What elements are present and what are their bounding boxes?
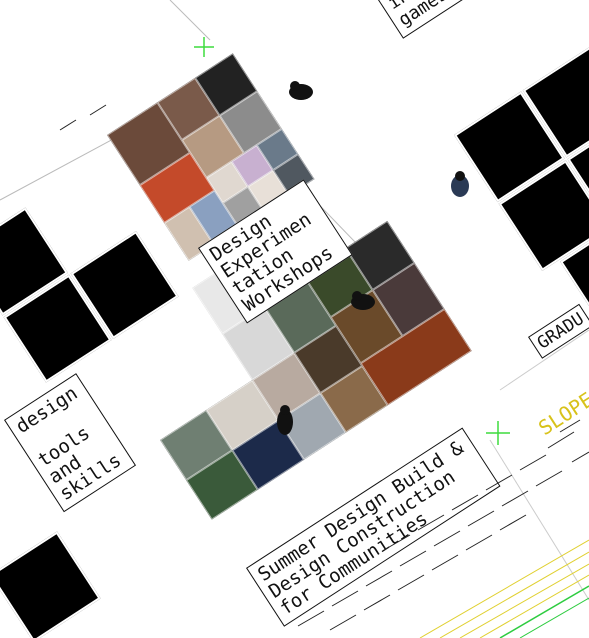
person-silhouette-icon — [289, 81, 313, 100]
person-silhouette-icon — [451, 171, 469, 197]
person-silhouette-icon — [351, 291, 375, 310]
person-silhouette-icon — [277, 405, 293, 435]
